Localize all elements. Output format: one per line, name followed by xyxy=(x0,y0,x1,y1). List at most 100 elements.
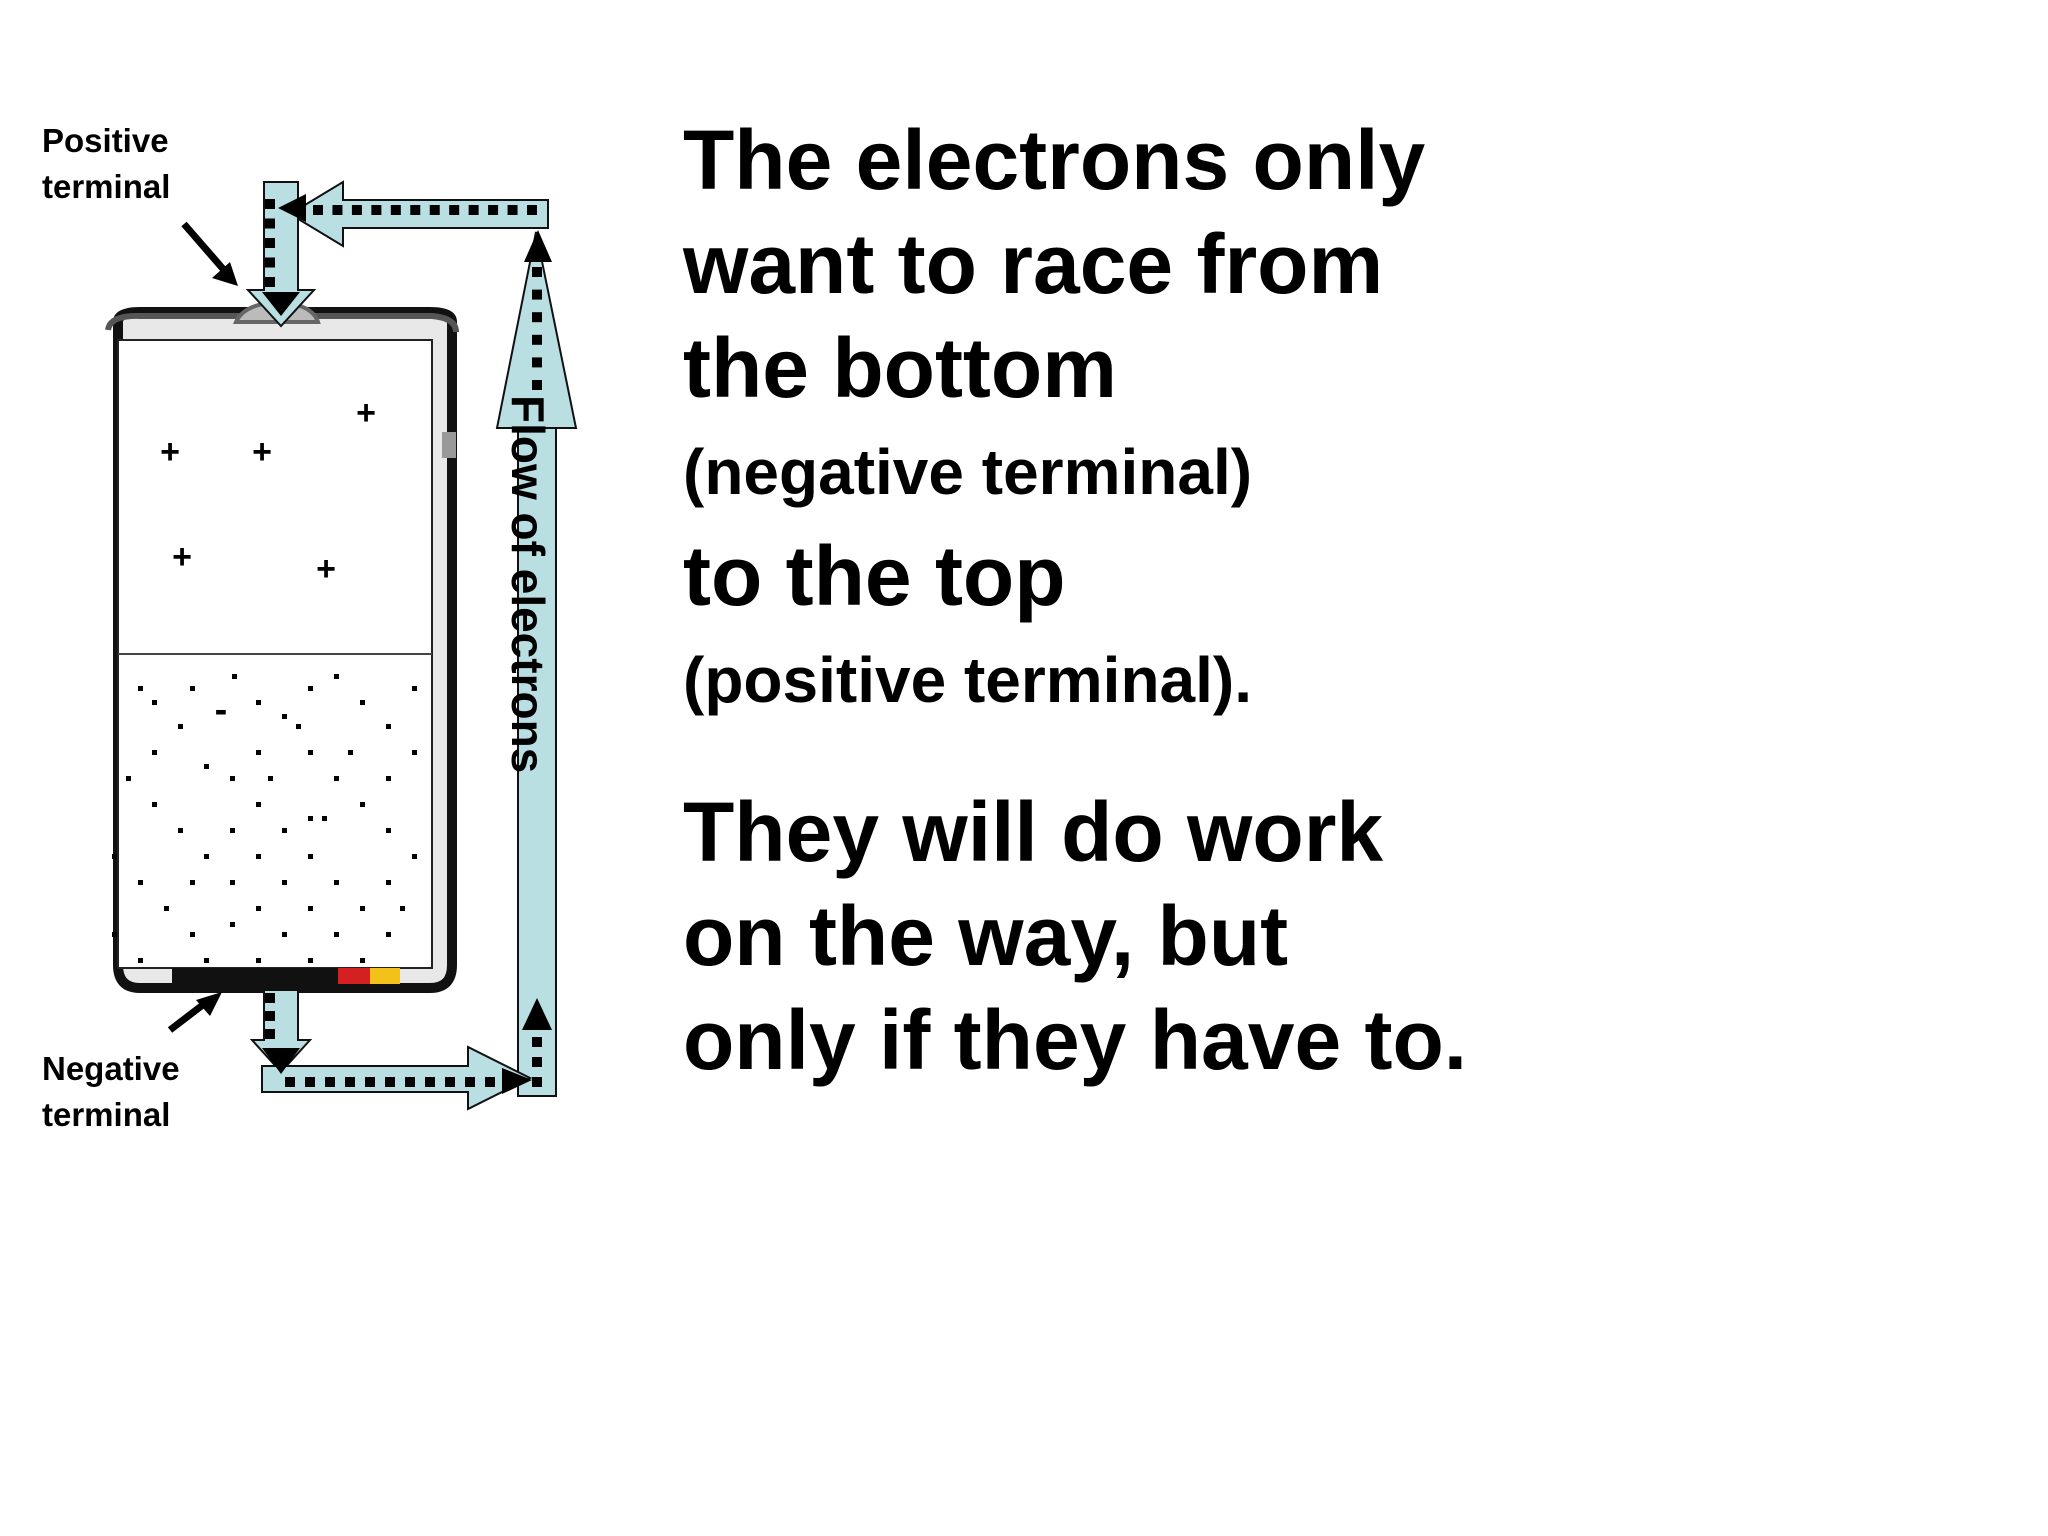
positive-pointer-head xyxy=(212,262,238,286)
electron-dot xyxy=(282,828,287,833)
label-stripe-red xyxy=(338,968,370,984)
electron-dot xyxy=(360,700,365,705)
electron-dot xyxy=(138,686,143,691)
positive-label-line1: Positive xyxy=(42,122,169,159)
electron-path-dot xyxy=(507,205,518,215)
electron-dot xyxy=(282,714,287,719)
positive-terminal-label: Positive terminal xyxy=(42,118,170,210)
electron-path-dot xyxy=(332,205,343,215)
electron-dot xyxy=(138,958,143,963)
plus-sign: + xyxy=(172,538,192,576)
electron-dot xyxy=(190,686,195,691)
electron-dot xyxy=(386,932,391,937)
electron-dot xyxy=(400,906,405,911)
text-line-4: (negative terminal) xyxy=(683,436,1253,508)
arrowhead-down-top xyxy=(262,292,300,316)
arrowhead-right-bottom xyxy=(502,1068,532,1094)
electron-dot xyxy=(296,724,301,729)
arrowhead-left xyxy=(278,194,306,222)
electron-path-dot xyxy=(265,238,275,248)
electron-path-dot xyxy=(351,205,362,215)
electron-dot xyxy=(256,700,261,705)
text-line-1: The electrons only xyxy=(683,113,1426,207)
text-line-3: the bottom xyxy=(683,321,1117,415)
electron-dot xyxy=(230,776,235,781)
label-stripe-yellow xyxy=(370,968,400,984)
electron-path-dot xyxy=(265,993,275,1003)
electron-dot xyxy=(230,922,235,927)
electron-path-dot xyxy=(410,205,421,215)
plus-sign: + xyxy=(316,550,336,588)
explanation-text: The electrons only want to race from the… xyxy=(683,108,1583,1092)
electron-path-dot xyxy=(365,1077,375,1087)
electron-path-dot xyxy=(305,1077,315,1087)
electron-path-dot xyxy=(425,1077,435,1087)
electron-dot xyxy=(232,674,237,679)
electron-dot xyxy=(256,906,261,911)
electron-dot xyxy=(138,880,143,885)
electron-path-dot xyxy=(488,205,499,215)
electron-path-dot xyxy=(313,205,323,215)
electron-dot xyxy=(204,958,209,963)
electron-path-dot xyxy=(465,1077,475,1087)
electron-path-dot xyxy=(527,205,537,215)
electron-path-dot xyxy=(485,1077,495,1087)
electron-dot xyxy=(178,724,183,729)
electron-path-dot xyxy=(265,1029,275,1039)
electron-path-dot xyxy=(445,1077,455,1087)
negative-end-cap xyxy=(172,968,347,984)
electron-path-dot xyxy=(265,1011,275,1021)
electron-dots xyxy=(112,674,417,963)
electron-dot xyxy=(322,816,327,821)
electron-dot xyxy=(308,958,313,963)
electron-dot xyxy=(256,958,261,963)
electron-path-dot xyxy=(265,218,275,229)
electron-dot xyxy=(308,750,313,755)
electron-dot xyxy=(412,854,417,859)
electron-dot xyxy=(308,854,313,859)
electron-path-dot xyxy=(532,1037,542,1047)
electron-dot xyxy=(412,750,417,755)
plus-sign: + xyxy=(356,394,376,432)
up-arrow-head xyxy=(495,231,578,429)
electron-dot xyxy=(190,880,195,885)
electron-path-dot xyxy=(265,257,275,268)
electron-dot xyxy=(126,776,131,781)
text-line-5: to the top xyxy=(683,529,1066,623)
electron-dot xyxy=(412,686,417,691)
bottom-arrow xyxy=(261,1045,533,1111)
electron-dot xyxy=(282,880,287,885)
positive-label-line2: terminal xyxy=(42,168,171,205)
text-line-7: They will do work xyxy=(683,785,1384,879)
electron-dot xyxy=(348,750,353,755)
electron-path-dot xyxy=(345,1077,355,1087)
electron-dot xyxy=(386,880,391,885)
negative-label-line2: terminal xyxy=(42,1096,171,1133)
electron-dot xyxy=(360,906,365,911)
electron-dot xyxy=(256,750,261,755)
electron-dot xyxy=(152,700,157,705)
text-line-9: only if they have to. xyxy=(683,993,1468,1087)
electron-path-dot xyxy=(371,205,382,215)
electron-dot xyxy=(204,764,209,769)
electron-path-dot xyxy=(385,1077,395,1087)
electron-dot xyxy=(112,932,117,937)
negative-pointer-line xyxy=(167,1001,207,1033)
electron-dot xyxy=(190,932,195,937)
electron-dot xyxy=(386,828,391,833)
positive-pointer-line xyxy=(181,221,227,273)
plus-sign: + xyxy=(252,433,272,471)
electron-dot xyxy=(334,932,339,937)
electron-path-dot xyxy=(532,334,542,345)
electron-path-dot xyxy=(325,1077,335,1087)
electron-dot xyxy=(334,776,339,781)
electron-path-dot xyxy=(390,205,401,215)
electron-path-dot xyxy=(532,1057,542,1067)
electron-dot xyxy=(230,828,235,833)
electron-dot xyxy=(360,958,365,963)
electron-path-dot xyxy=(532,289,542,300)
electron-dot xyxy=(256,854,261,859)
text-line-8: on the way, but xyxy=(683,889,1289,983)
electron-dot xyxy=(112,854,117,859)
electron-dot xyxy=(256,802,261,807)
